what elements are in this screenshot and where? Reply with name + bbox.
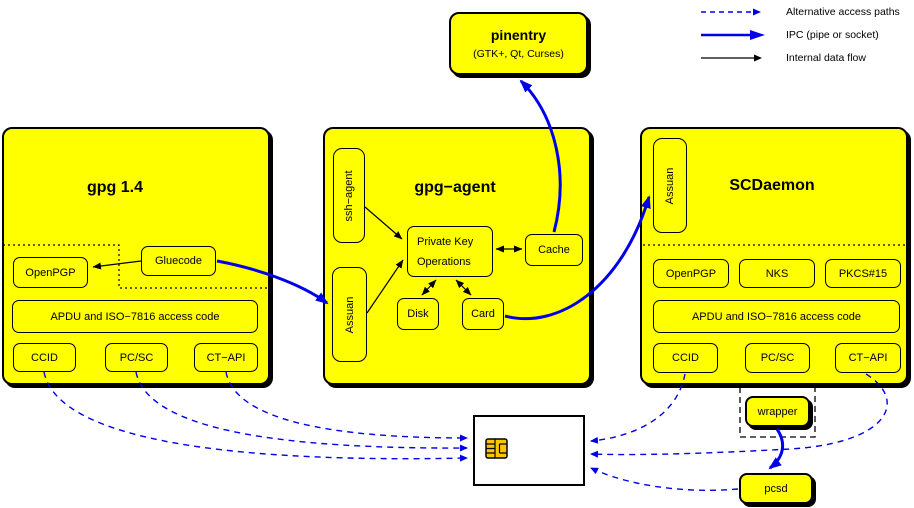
ipc-wrapper-to-pcsd: [768, 428, 785, 470]
gpg-agent-assuan-box: Assuan: [332, 267, 367, 362]
legend-label-ipc: IPC (pipe or socket): [786, 28, 879, 41]
gpg-agent-assuan-label: Assuan: [343, 296, 356, 333]
alt-pcsd-to-card: [590, 467, 739, 491]
legend-label-alternative: Alternative access paths: [786, 5, 900, 18]
pinentry-box: pinentry (GTK+, Qt, Curses): [449, 12, 588, 75]
legend: Alternative access paths IPC (pipe or so…: [698, 0, 900, 69]
scdaemon-pcsc-box: PC/SC: [745, 343, 810, 373]
ssh-agent-label: ssh−agent: [343, 169, 355, 222]
scdaemon-nks-box: NKS: [739, 259, 815, 288]
cache-box: Cache: [525, 234, 583, 266]
scdaemon-title: SCDaemon: [729, 177, 815, 194]
wrapper-box: wrapper: [745, 396, 810, 427]
private-key-line2: Operations: [417, 255, 471, 268]
scdaemon-openpgp-box: OpenPGP: [653, 259, 729, 288]
gpg14-pcsc-box: PC/SC: [105, 343, 168, 372]
gpg14-title: gpg 1.4: [86, 179, 144, 196]
private-key-line1: Private Key: [417, 235, 474, 248]
pinentry-subtitle: (GTK+, Qt, Curses): [473, 48, 564, 60]
gpg14-openpgp-box: OpenPGP: [13, 257, 88, 288]
gpg14-ctapi-box: CT−API: [194, 343, 258, 372]
smartcard: [473, 415, 585, 486]
legend-internal-arrow-icon: [701, 54, 762, 61]
gpg-agent-ssh-agent-box: ssh−agent: [333, 148, 365, 243]
legend-dashed-blue-arrow-icon: [701, 8, 761, 15]
alt-gpg14-ccid-to-card: [43, 371, 468, 462]
legend-item-alternative: Alternative access paths: [698, 0, 900, 23]
scdaemon-assuan-label: Assuan: [664, 167, 676, 204]
scdaemon-pkcs15-box: PKCS#15: [825, 259, 901, 288]
gpg-agent-title: gpg−agent: [414, 179, 496, 196]
pinentry-title: pinentry: [490, 27, 547, 43]
pcsd-box: pcsd: [739, 473, 813, 504]
scdaemon-ccid-box: CCID: [653, 343, 718, 373]
scdaemon-ctapi-box: CT−API: [835, 343, 901, 373]
legend-item-internal: Internal data flow: [698, 46, 900, 69]
legend-label-internal: Internal data flow: [786, 51, 866, 64]
disk-box: Disk: [397, 298, 439, 330]
legend-ipc-arrow-icon: [701, 29, 765, 40]
private-key-operations-box: Private Key Operations: [407, 226, 493, 277]
smartcard-chip-icon: [485, 438, 508, 459]
scdaemon-assuan-box: Assuan: [653, 138, 687, 233]
scdaemon-apdu-box: APDU and ISO−7816 access code: [653, 300, 900, 333]
gpg14-ccid-box: CCID: [13, 343, 76, 372]
alt-scdaemon-ctapi-to-card: [590, 373, 888, 458]
card-box: Card: [462, 298, 504, 330]
legend-item-ipc: IPC (pipe or socket): [698, 23, 900, 46]
gpg14-gluecode-box: Gluecode: [141, 246, 216, 276]
gpg14-apdu-box: APDU and ISO−7816 access code: [12, 300, 258, 333]
